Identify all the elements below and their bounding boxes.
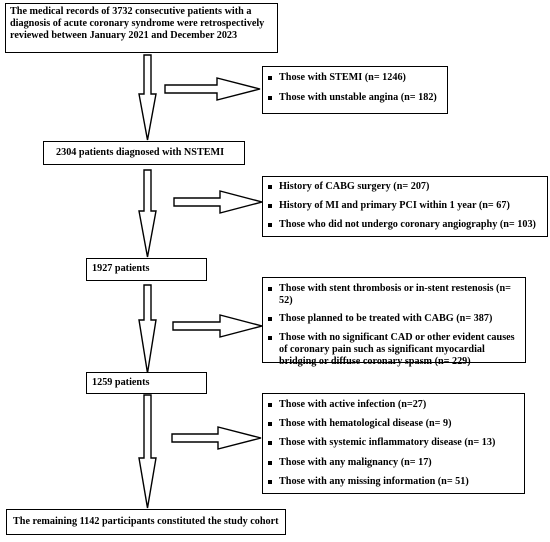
right-arrow-3 <box>172 314 265 338</box>
exclusion-item: Those planned to be treated with CABG (n… <box>267 313 521 325</box>
initial-cohort-box: The medical records of 3732 consecutive … <box>5 3 278 53</box>
down-arrow-1 <box>138 54 157 141</box>
step2-box: 1927 patients <box>86 258 207 281</box>
step3-box: 1259 patients <box>86 372 207 394</box>
exclusion-list-1: Those with STEMI (n= 1246) Those with un… <box>267 72 443 104</box>
final-cohort-text: The remaining 1142 participants constitu… <box>13 516 279 527</box>
exclusion-item: Those with active infection (n=27) <box>267 399 520 411</box>
exclusion-item: Those with any malignancy (n= 17) <box>267 457 520 469</box>
nstemi-text: 2304 patients diagnosed with NSTEMI <box>56 147 225 158</box>
right-arrow-2 <box>173 190 265 214</box>
down-arrow-2 <box>138 169 157 258</box>
exclusion-item: Those with stent thrombosis or in-stent … <box>267 283 521 307</box>
right-arrow-4 <box>171 426 262 450</box>
exclusion-box-1: Those with STEMI (n= 1246) Those with un… <box>262 66 448 114</box>
exclusion-item: Those who did not undergo coronary angio… <box>267 219 543 231</box>
final-cohort-box: The remaining 1142 participants constitu… <box>6 509 286 535</box>
exclusion-item: Those with unstable angina (n= 182) <box>267 92 443 104</box>
down-arrow-4 <box>138 394 157 509</box>
right-arrow-1 <box>164 77 261 101</box>
step3-text: 1259 patients <box>92 377 150 388</box>
step2-text: 1927 patients <box>92 263 150 274</box>
down-arrow-3 <box>138 284 157 374</box>
exclusion-box-2: History of CABG surgery (n= 207) History… <box>262 176 548 237</box>
nstemi-box: 2304 patients diagnosed with NSTEMI <box>43 141 245 165</box>
initial-cohort-text: The medical records of 3732 consecutive … <box>10 6 265 42</box>
exclusion-item: History of CABG surgery (n= 207) <box>267 181 543 193</box>
exclusion-list-3: Those with stent thrombosis or in-stent … <box>267 283 521 368</box>
exclusion-list-4: Those with active infection (n=27) Those… <box>267 399 520 488</box>
exclusion-item: Those with any missing information (n= 5… <box>267 476 520 488</box>
exclusion-box-4: Those with active infection (n=27) Those… <box>262 393 525 494</box>
exclusion-item: Those with hematological disease (n= 9) <box>267 418 520 430</box>
exclusion-item: Those with STEMI (n= 1246) <box>267 72 443 84</box>
exclusion-list-2: History of CABG surgery (n= 207) History… <box>267 181 543 232</box>
exclusion-item: Those with no significant CAD or other e… <box>267 332 521 369</box>
exclusion-item: Those with systemic inflammatory disease… <box>267 437 520 449</box>
exclusion-box-3: Those with stent thrombosis or in-stent … <box>262 277 526 367</box>
exclusion-item: History of MI and primary PCI within 1 y… <box>267 200 543 212</box>
